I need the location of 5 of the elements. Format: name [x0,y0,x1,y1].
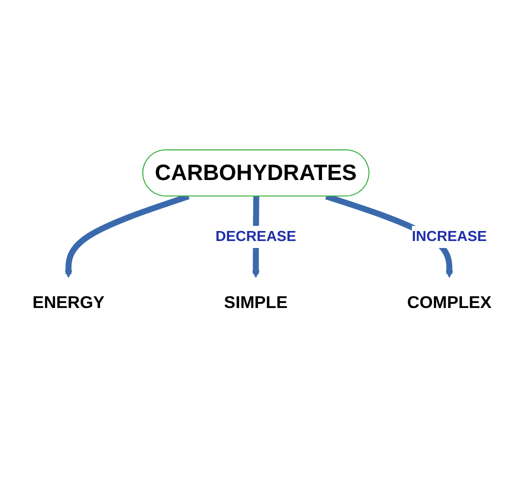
edge-label: DECREASE [216,228,296,245]
node-text: COMPLEX [407,294,492,313]
edge-label: INCREASE [412,228,487,245]
node-text: ENERGY [32,294,105,313]
node-text: SIMPLE [224,294,288,313]
